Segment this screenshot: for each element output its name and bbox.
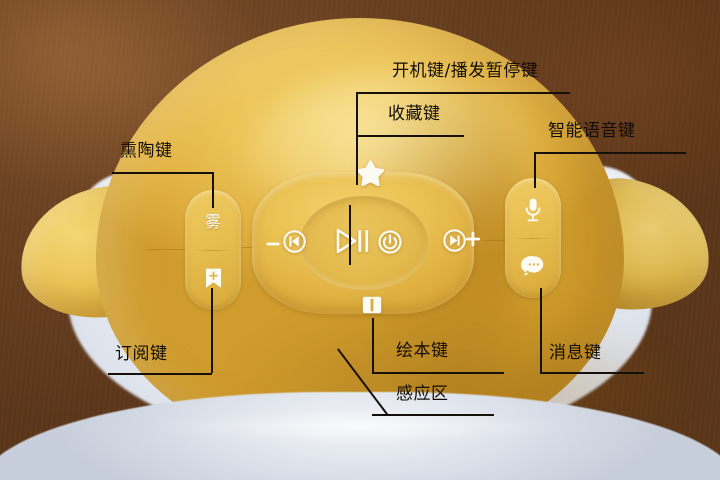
leader-line-message-horizontal [540, 372, 644, 374]
chat-bubble-icon[interactable] [505, 250, 561, 282]
white-base-highlight [150, 412, 570, 442]
mist-icon-glyph: 雾 [204, 212, 221, 231]
pad-divider [514, 238, 552, 239]
next-track-icon[interactable] [443, 229, 466, 252]
callout-label-message: 消息键 [549, 343, 602, 363]
book-icon[interactable] [362, 296, 382, 314]
right-control-pad[interactable] [505, 178, 561, 298]
leader-line-book-vertical [372, 318, 374, 372]
leader-line-voice-vertical [534, 152, 536, 188]
callout-label-sensor-area: 感应区 [396, 384, 449, 404]
star-icon[interactable] [356, 160, 385, 188]
callout-label-favorite: 收藏键 [388, 104, 441, 124]
leader-line-message-vertical [540, 288, 542, 372]
callout-label-voice-assistant: 智能语音键 [548, 121, 636, 141]
minus-icon[interactable] [266, 232, 280, 251]
body-seam-center-left [238, 247, 260, 248]
power-icon[interactable] [378, 230, 402, 254]
previous-track-icon[interactable] [283, 230, 306, 253]
leader-line-voice-horizontal [534, 152, 686, 154]
bookmark-plus-icon[interactable] [185, 262, 241, 294]
leader-line-subscribe-horizontal [108, 373, 212, 375]
leader-line-sensor-horizontal [372, 414, 494, 416]
leader-line-power-vertical-lower [349, 205, 351, 265]
plus-icon[interactable] [465, 230, 481, 251]
center-panel-inner-oval [300, 196, 428, 290]
left-control-pad[interactable]: 雾 [185, 190, 241, 310]
leader-line-book-horizontal [372, 372, 504, 374]
callout-label-power-play-pause: 开机键/播发暂停键 [392, 61, 539, 81]
callout-label-subscribe: 订阅键 [115, 344, 168, 364]
center-control-panel[interactable] [252, 172, 474, 314]
leader-line-power-horizontal [356, 92, 570, 94]
body-seam-right [478, 240, 520, 241]
leader-line-aroma-horizontal [112, 172, 214, 174]
play-pause-icon[interactable] [336, 228, 372, 254]
leader-line-favorite-horizontal [356, 135, 464, 137]
leader-line-aroma-vertical [212, 172, 214, 208]
pad-divider [194, 250, 232, 251]
leader-line-power-vertical-upper [356, 92, 358, 135]
leader-line-subscribe-vertical [211, 288, 213, 373]
callout-label-aroma: 熏陶键 [120, 141, 173, 161]
body-seam-left [140, 249, 200, 250]
leader-line-favorite-vertical [356, 135, 358, 185]
callout-label-picture-book: 绘本键 [396, 341, 449, 361]
mist-icon[interactable]: 雾 [185, 206, 241, 238]
microphone-icon[interactable] [505, 194, 561, 226]
